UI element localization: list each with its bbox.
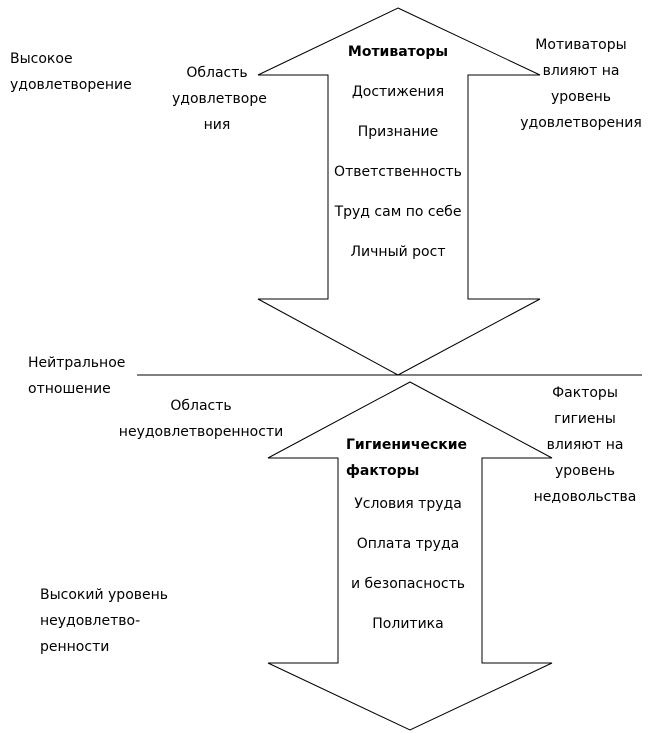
hygiene-heading-line-1: Гигиенические <box>346 437 468 453</box>
hygiene-note-line-3: влияют на <box>546 437 624 453</box>
neutral-line-2: отношение <box>28 381 111 397</box>
hygiene-item: Политика <box>372 616 444 632</box>
hygiene-item: Условия труда <box>354 496 462 512</box>
satisfaction-area-label: Область удовлетворе ния <box>172 60 267 138</box>
hygiene-note-line-5: недовольства <box>533 489 637 505</box>
hygiene-item: и безопасность <box>350 576 466 592</box>
high-dissatisfaction-line-1: Высокий уровень <box>40 587 169 603</box>
motivators-note-line-4: удовлетворения <box>520 115 642 131</box>
motivators-note-line-1: Мотиваторы <box>535 37 627 53</box>
motivator-item: Достижения <box>351 84 445 100</box>
motivator-item: Личный рост <box>350 244 446 260</box>
hygiene-factors-list: Условия труда Оплата труда и безопасност… <box>328 484 488 644</box>
satisfaction-area-line-2: удовлетворе <box>172 91 267 107</box>
neutral-line-1: Нейтральное <box>28 355 126 371</box>
hygiene-note-line-1: Факторы <box>552 385 618 401</box>
hygiene-item: Оплата труда <box>356 536 460 552</box>
hygiene-note: Факторы гигиены влияют на уровень недово… <box>522 380 648 510</box>
dissatisfaction-area-line-2: неудовлетворенности <box>118 424 284 440</box>
satisfaction-area-line-1: Область <box>186 65 248 81</box>
motivators-note-line-3: уровень <box>550 89 611 105</box>
hygiene-note-line-2: гигиены <box>554 411 616 427</box>
motivators-note-line-2: влияют на <box>542 63 620 79</box>
motivator-item: Признание <box>357 124 439 140</box>
dissatisfaction-area-label: Область неудовлетворенности <box>108 393 294 445</box>
hygiene-note-line-4: уровень <box>554 463 615 479</box>
hygiene-double-arrow <box>267 381 553 731</box>
high-satisfaction-line-1: Высокое <box>10 51 73 67</box>
dissatisfaction-area-line-1: Область <box>170 398 232 414</box>
hygiene-heading: Гигиенические факторы <box>346 432 467 484</box>
high-satisfaction-label: Высокое удовлетворение <box>10 46 132 98</box>
high-dissatisfaction-label: Высокий уровень неудовлетво- ренности <box>40 582 168 660</box>
high-satisfaction-line-2: удовлетворение <box>10 77 132 93</box>
neutral-attitude-label: Нейтральное отношение <box>28 350 125 402</box>
high-dissatisfaction-line-3: ренности <box>40 639 110 655</box>
motivators-note: Мотиваторы влияют на уровень удовлетворе… <box>514 32 648 136</box>
satisfaction-area-line-3: ния <box>203 117 231 133</box>
motivators-heading: Мотиваторы <box>347 44 449 60</box>
high-dissatisfaction-line-2: неудовлетво- <box>40 613 141 629</box>
motivator-item: Труд сам по себе <box>334 204 462 220</box>
motivator-item: Ответственность <box>334 164 462 180</box>
motivators-list: Мотиваторы Достижения Признание Ответств… <box>318 32 478 272</box>
hygiene-heading-line-2: факторы <box>346 463 420 479</box>
